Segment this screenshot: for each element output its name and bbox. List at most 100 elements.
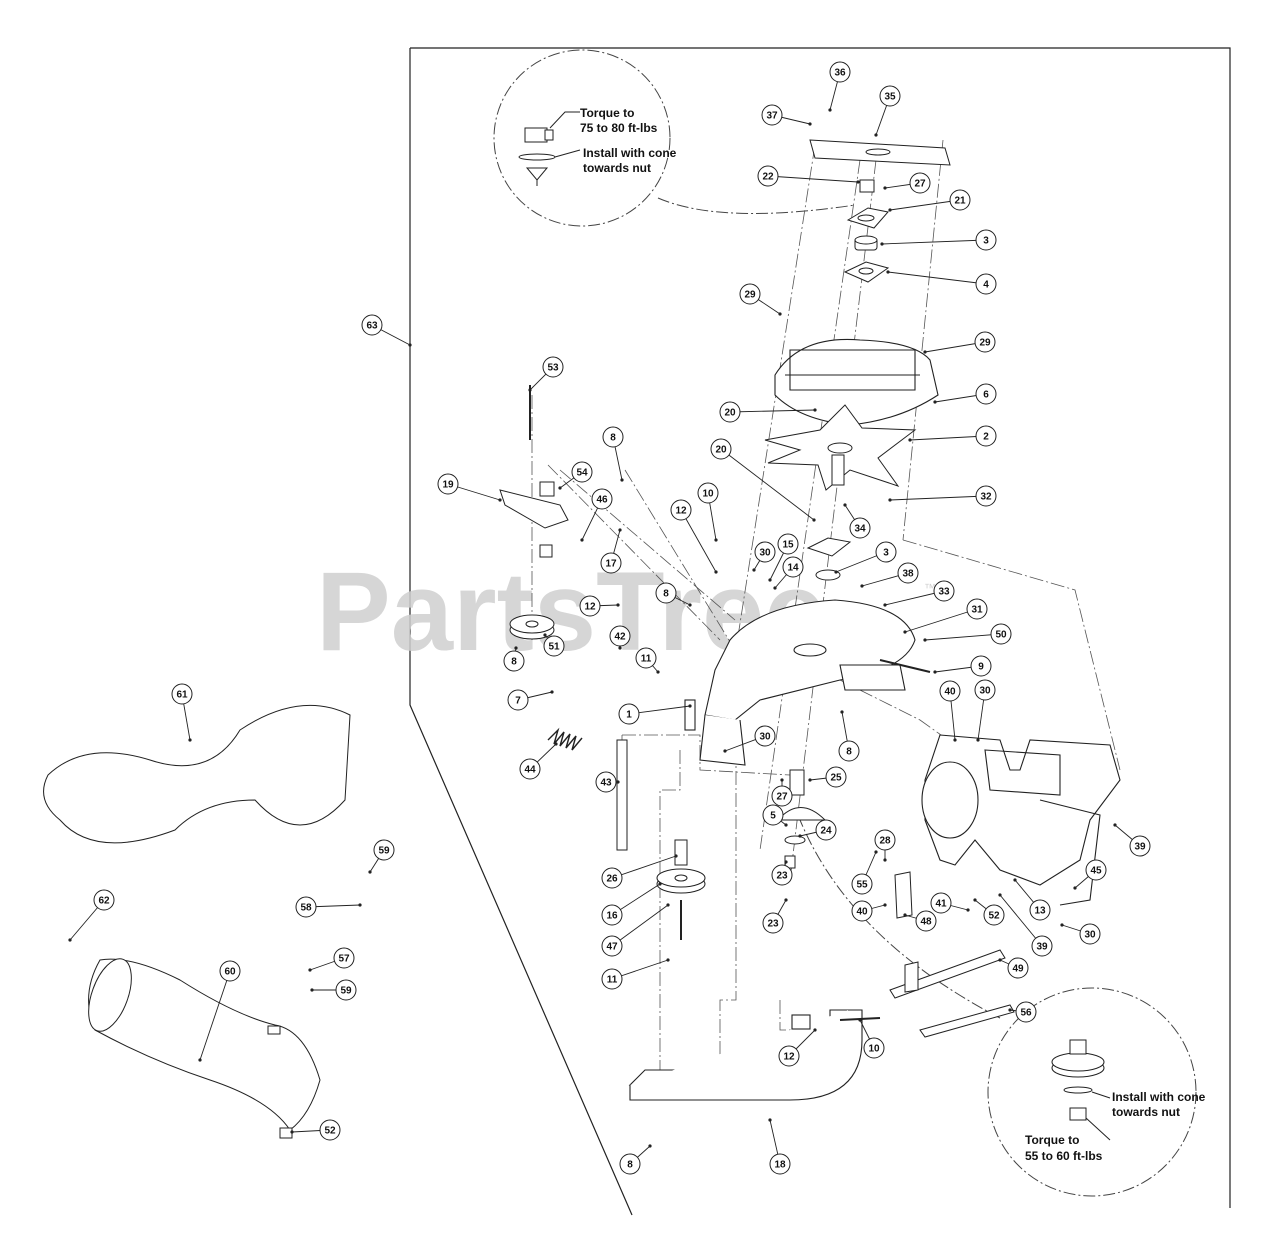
part-plate: [809, 139, 951, 166]
callout-57[interactable]: 57: [308, 947, 355, 972]
callout-33[interactable]: 33: [883, 580, 955, 607]
callout-35[interactable]: 35: [874, 85, 901, 137]
callout-6[interactable]: 6: [933, 383, 997, 405]
callout-arrow-tip: [558, 486, 562, 490]
callout-32[interactable]: 32: [888, 485, 997, 507]
callout-59[interactable]: 59: [368, 839, 395, 874]
callout-52[interactable]: 52: [973, 898, 1005, 926]
callout-47[interactable]: 47: [601, 903, 670, 957]
callout-10[interactable]: 10: [697, 482, 719, 542]
callout-number: 20: [715, 445, 727, 456]
callout-arrow-tip: [953, 738, 957, 742]
callout-30[interactable]: 30: [723, 725, 776, 753]
callout-40[interactable]: 40: [939, 680, 961, 742]
callout-18[interactable]: 18: [768, 1118, 791, 1175]
callout-arrow-tip: [933, 670, 937, 674]
callout-39[interactable]: 39: [1113, 823, 1151, 857]
callout-4[interactable]: 4: [886, 270, 997, 295]
callout-38[interactable]: 38: [860, 562, 919, 588]
callout-52[interactable]: 52: [290, 1119, 341, 1141]
callout-5[interactable]: 5: [762, 804, 788, 827]
part-spring: [547, 727, 583, 751]
callout-34[interactable]: 34: [843, 503, 871, 539]
callout-49[interactable]: 49: [998, 957, 1029, 979]
callout-12[interactable]: 12: [778, 1028, 817, 1067]
callout-50[interactable]: 50: [923, 623, 1012, 645]
callout-10[interactable]: 10: [858, 1018, 885, 1059]
callout-56[interactable]: 56: [1008, 1001, 1037, 1023]
callout-24[interactable]: 24: [798, 819, 837, 841]
callout-26[interactable]: 26: [601, 854, 678, 889]
callout-16[interactable]: 16: [601, 882, 662, 926]
callout-39[interactable]: 39: [998, 893, 1053, 957]
callout-42[interactable]: 42: [609, 625, 631, 650]
callout-62[interactable]: 62: [68, 889, 115, 942]
callout-46[interactable]: 46: [580, 488, 613, 542]
callout-54[interactable]: 54: [558, 461, 593, 490]
callout-27[interactable]: 27: [883, 172, 931, 194]
callout-8[interactable]: 8: [602, 426, 624, 482]
callout-13[interactable]: 13: [1013, 878, 1051, 921]
callout-number: 48: [920, 917, 932, 928]
callout-25[interactable]: 25: [808, 766, 847, 788]
callout-9[interactable]: 9: [933, 655, 992, 677]
callout-circle: [1129, 835, 1151, 857]
callout-29[interactable]: 29: [923, 331, 996, 354]
callout-1[interactable]: 1: [618, 703, 692, 725]
callout-40[interactable]: 40: [851, 900, 887, 922]
callout-31[interactable]: 31: [903, 598, 988, 634]
callout-51[interactable]: 51: [543, 633, 565, 657]
callout-44[interactable]: 44: [519, 742, 558, 780]
callout-11[interactable]: 11: [601, 958, 670, 990]
callout-41[interactable]: 41: [930, 892, 970, 914]
callout-7[interactable]: 7: [507, 689, 554, 711]
callout-11[interactable]: 11: [635, 647, 660, 674]
callout-2[interactable]: 2: [908, 425, 997, 447]
callout-27[interactable]: 27: [771, 778, 793, 807]
callout-19[interactable]: 19: [437, 473, 502, 502]
callout-30[interactable]: 30: [752, 541, 776, 572]
callout-61[interactable]: 61: [171, 683, 193, 742]
callout-59[interactable]: 59: [310, 979, 357, 1001]
callout-29[interactable]: 29: [739, 283, 782, 316]
callout-arrow-tip: [828, 108, 832, 112]
callout-48[interactable]: 48: [903, 910, 937, 932]
callout-21[interactable]: 21: [888, 189, 971, 212]
bottom-detail-sketch: [1051, 1039, 1111, 1141]
callout-22[interactable]: 22: [757, 165, 860, 187]
callout-circle: [762, 804, 784, 826]
callout-15[interactable]: 15: [768, 533, 799, 582]
callout-12[interactable]: 12: [670, 499, 718, 574]
callout-58[interactable]: 58: [295, 896, 362, 918]
callout-63[interactable]: 63: [361, 314, 412, 347]
callout-arrow-tip: [858, 1018, 862, 1022]
callout-circle: [171, 683, 193, 705]
callout-8[interactable]: 8: [503, 646, 525, 672]
callout-arrow-tip: [1113, 823, 1117, 827]
callout-30[interactable]: 30: [974, 679, 996, 742]
callout-12[interactable]: 12: [579, 595, 620, 617]
callout-37[interactable]: 37: [761, 104, 812, 126]
callout-23[interactable]: 23: [771, 860, 793, 886]
callout-14[interactable]: 14: [773, 556, 804, 590]
callout-43[interactable]: 43: [595, 771, 620, 793]
callout-20[interactable]: 20: [710, 438, 816, 522]
callout-8[interactable]: 8: [655, 582, 692, 607]
callout-20[interactable]: 20: [719, 401, 817, 423]
callout-55[interactable]: 55: [851, 850, 878, 895]
callout-17[interactable]: 17: [600, 528, 622, 574]
callout-arrow-tip: [812, 518, 816, 522]
callout-3[interactable]: 3: [834, 541, 897, 574]
callout-53[interactable]: 53: [528, 356, 564, 392]
callout-8[interactable]: 8: [619, 1144, 652, 1175]
callout-28[interactable]: 28: [874, 829, 896, 862]
callout-number: 9: [978, 662, 984, 673]
callout-60[interactable]: 60: [198, 960, 241, 1062]
callout-30[interactable]: 30: [1060, 923, 1101, 945]
callout-8[interactable]: 8: [838, 710, 860, 762]
callout-45[interactable]: 45: [1073, 859, 1107, 890]
callout-3[interactable]: 3: [880, 229, 997, 251]
callout-36[interactable]: 36: [828, 61, 851, 112]
callout-23[interactable]: 23: [762, 898, 788, 934]
